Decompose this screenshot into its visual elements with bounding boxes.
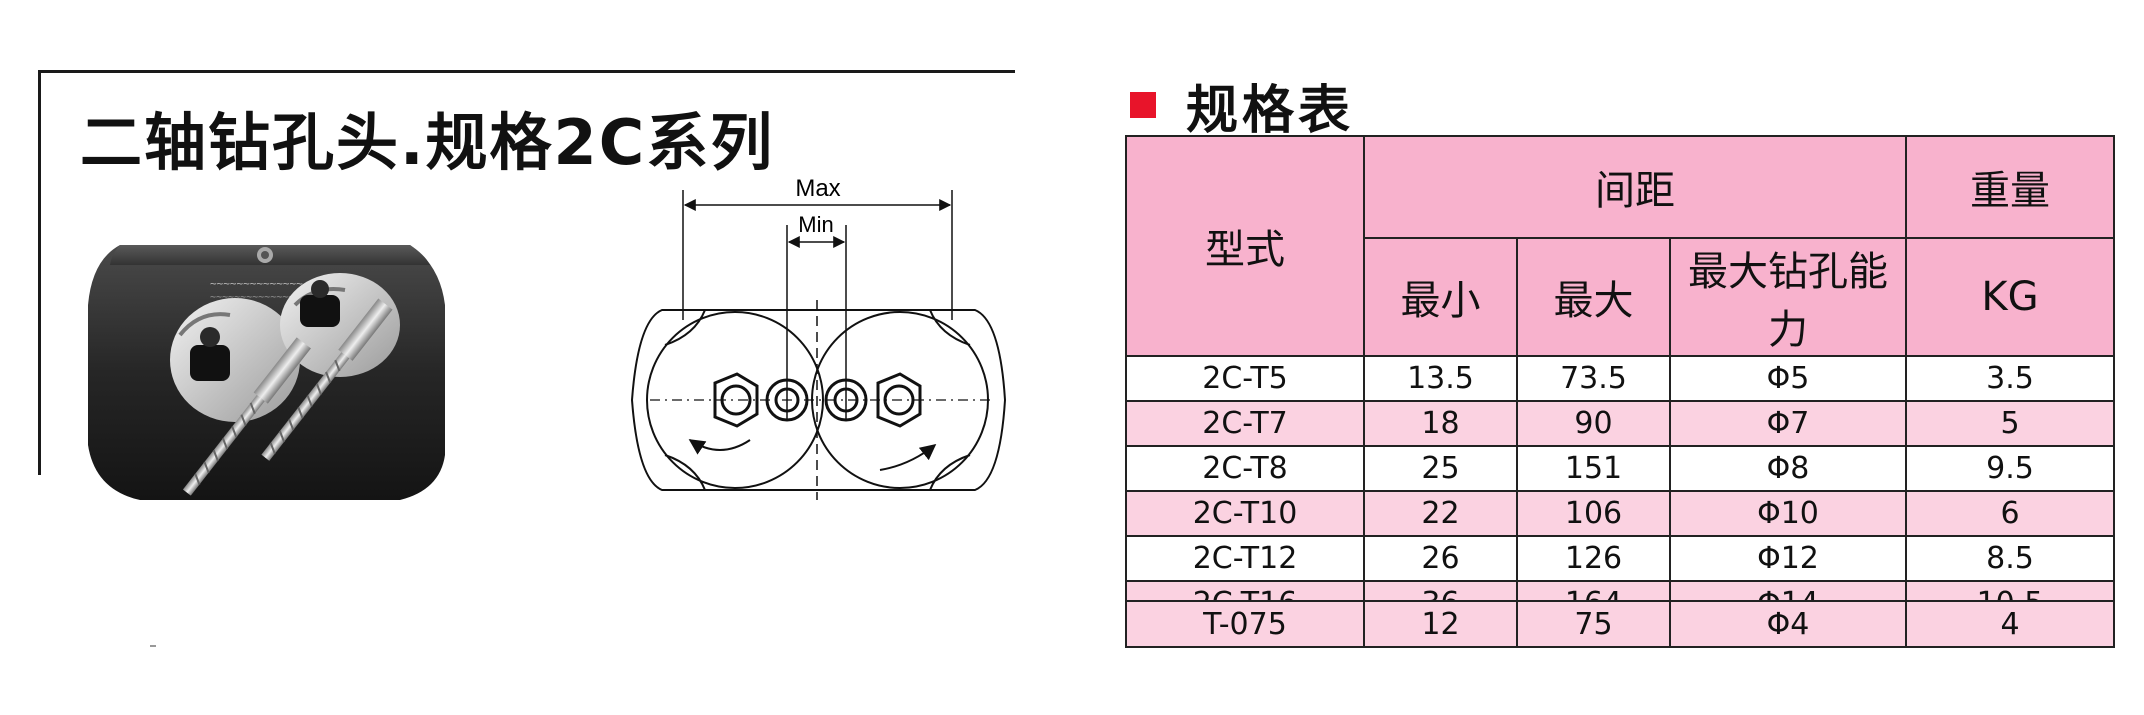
max-label: Max (795, 175, 840, 202)
speck (150, 645, 156, 647)
table-row: 2C-T8 25 151 Φ8 9.5 (1125, 445, 2115, 492)
cell-max: 126 (1516, 535, 1671, 582)
header-weight: 重量 (1905, 135, 2115, 239)
cell-min: 13.5 (1363, 355, 1518, 402)
header-capacity: 最大钻孔能力 (1669, 237, 1907, 357)
cell-capacity: Φ4 (1669, 600, 1907, 648)
header-min: 最小 (1363, 237, 1518, 357)
table-row: 2C-T7 18 90 Φ7 5 (1125, 400, 2115, 447)
cell-max: 151 (1516, 445, 1671, 492)
left-rule (38, 70, 41, 475)
cell-min: 25 (1363, 445, 1518, 492)
cell-min: 18 (1363, 400, 1518, 447)
cell-max: 90 (1516, 400, 1671, 447)
extra-spec-table: T-075 12 75 Φ4 4 (1125, 600, 2115, 648)
page-title: 二轴钻孔头.规格2C系列 (80, 106, 775, 179)
cell-model: T-075 (1125, 600, 1365, 648)
cell-capacity: Φ10 (1669, 490, 1907, 537)
header-spacing: 间距 (1363, 135, 1907, 239)
cell-weight: 8.5 (1905, 535, 2115, 582)
cell-model: 2C-T10 (1125, 490, 1365, 537)
table-row: T-075 12 75 Φ4 4 (1125, 600, 2115, 648)
header-model: 型式 (1125, 135, 1365, 357)
spec-title: 规格表 (1186, 80, 1355, 141)
cell-min: 26 (1363, 535, 1518, 582)
cell-weight: 6 (1905, 490, 2115, 537)
cell-capacity: Φ12 (1669, 535, 1907, 582)
spec-header: 规格表 (1130, 70, 1355, 141)
cell-capacity: Φ8 (1669, 445, 1907, 492)
spec-table: 型式 间距 重量 最小 最大 最大钻孔能力 KG 2C-T5 13.5 73.5… (1125, 135, 2115, 627)
svg-text:~~~~~~~~~~~~~~~~~: ~~~~~~~~~~~~~~~~~ (210, 292, 312, 303)
cell-max: 75 (1516, 600, 1671, 648)
cell-model: 2C-T8 (1125, 445, 1365, 492)
cell-min: 12 (1363, 600, 1518, 648)
header-max: 最大 (1516, 237, 1671, 357)
cell-weight: 9.5 (1905, 445, 2115, 492)
cell-model: 2C-T12 (1125, 535, 1365, 582)
header-unit: KG (1905, 237, 2115, 357)
top-rule (40, 70, 1015, 73)
cell-model: 2C-T7 (1125, 400, 1365, 447)
min-label: Min (798, 212, 833, 237)
bullet-square-icon (1130, 92, 1156, 118)
table-row: 2C-T5 13.5 73.5 Φ5 3.5 (1125, 355, 2115, 402)
diagram: Max Min (630, 175, 1007, 500)
table-row: 2C-T12 26 126 Φ12 8.5 (1125, 535, 2115, 582)
cell-min: 22 (1363, 490, 1518, 537)
cell-capacity: Φ7 (1669, 400, 1907, 447)
svg-text:~~~~~~~~~~~~~~: ~~~~~~~~~~~~~~ (210, 277, 303, 290)
cell-max: 73.5 (1516, 355, 1671, 402)
cell-weight: 3.5 (1905, 355, 2115, 402)
cell-capacity: Φ5 (1669, 355, 1907, 402)
cell-max: 106 (1516, 490, 1671, 537)
product-photo: ~~~~~~~~~~~~~~ ~~~~~~~~~~~~~~~~~ (88, 245, 445, 500)
table-row: 2C-T10 22 106 Φ10 6 (1125, 490, 2115, 537)
cell-weight: 5 (1905, 400, 2115, 447)
cell-weight: 4 (1905, 600, 2115, 648)
cell-model: 2C-T5 (1125, 355, 1365, 402)
